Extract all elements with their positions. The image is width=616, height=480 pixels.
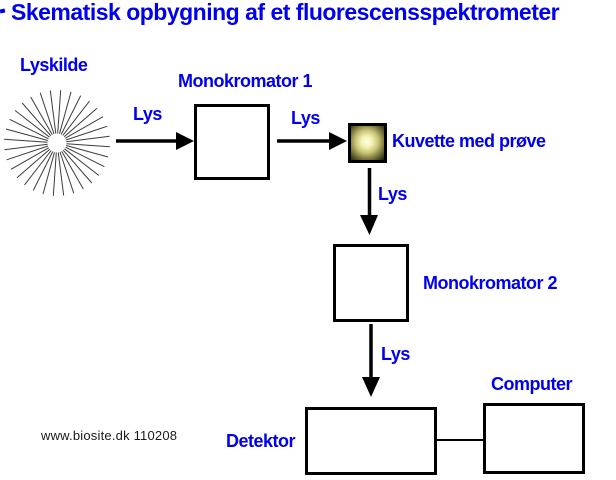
title-bullet-dash (0, 8, 6, 14)
starburst-icon (4, 90, 110, 196)
label-monochromator-1: Monokromator 1 (178, 71, 313, 91)
label-lys-3: Lys (378, 184, 407, 204)
label-lys-1: Lys (133, 104, 162, 124)
computer-box (483, 403, 585, 474)
arrow-right-source-to-mono1-icon (116, 132, 194, 150)
monochromator-1-box (194, 104, 270, 180)
label-cuvette: Kuvette med prøve (392, 131, 546, 151)
detector-computer-connector-line (435, 439, 485, 441)
arrow-down-mono2-to-detector-icon (362, 324, 380, 397)
label-computer: Computer (491, 374, 573, 394)
detector-box (305, 407, 437, 475)
arrow-right-mono1-to-cuvette-icon (277, 132, 347, 150)
monochromator-2-box (333, 244, 409, 322)
label-detector: Detektor (226, 431, 296, 451)
label-light-source: Lyskilde (20, 55, 88, 75)
cuvette-glow-box (348, 123, 387, 163)
label-monochromator-2: Monokromator 2 (423, 273, 558, 293)
label-lys-4: Lys (381, 344, 410, 364)
arrow-down-cuvette-to-mono2-icon (360, 168, 378, 235)
watermark-text: www.biosite.dk 110208 (41, 428, 178, 443)
diagram-title: Skematisk opbygning af et fluorescensspe… (11, 0, 560, 25)
label-lys-2: Lys (291, 108, 320, 128)
